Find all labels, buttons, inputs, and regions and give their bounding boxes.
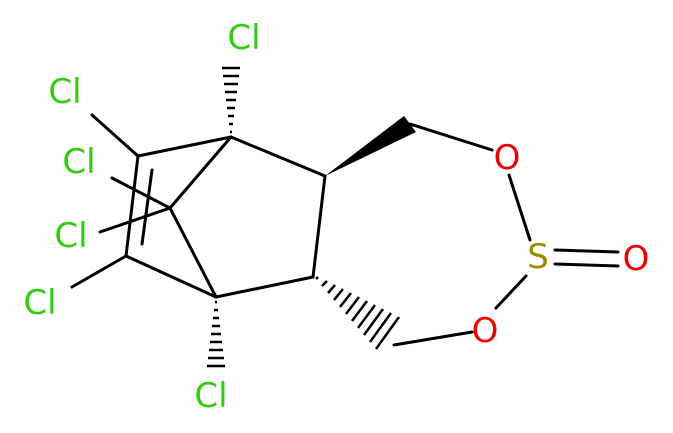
chlorine-atom-label: Cl xyxy=(48,72,81,112)
bond xyxy=(553,262,620,268)
wedge-bond xyxy=(325,116,416,176)
bond xyxy=(494,274,528,310)
bond xyxy=(124,254,218,299)
bond xyxy=(311,174,327,279)
bond xyxy=(553,248,620,254)
chlorine-atom-label: Cl xyxy=(23,283,56,323)
bond xyxy=(136,135,233,158)
bond xyxy=(70,254,128,289)
bond xyxy=(214,275,315,299)
bond xyxy=(90,113,140,158)
bond xyxy=(507,173,532,242)
bond xyxy=(168,135,233,210)
bond xyxy=(98,206,172,234)
bond xyxy=(408,122,494,152)
bond xyxy=(140,168,154,246)
chlorine-atom-label: Cl xyxy=(194,376,227,416)
hash-bond xyxy=(315,276,401,350)
bond xyxy=(124,154,140,258)
bond-layer xyxy=(70,113,620,347)
bond xyxy=(168,206,218,299)
hash-bond xyxy=(207,300,225,368)
bond xyxy=(229,135,327,178)
bond xyxy=(392,330,474,347)
sulfur-atom-label: S xyxy=(527,237,549,277)
chlorine-atom-label: Cl xyxy=(62,142,95,182)
stereo-bond-layer xyxy=(207,66,416,368)
oxygen-atom-label: O xyxy=(494,138,521,178)
oxygen-atom-label: O xyxy=(623,239,650,279)
hash-bond xyxy=(222,66,240,134)
atom-label-layer: Cl Cl Cl Cl Cl Cl O O O S xyxy=(23,18,649,416)
chlorine-atom-label: Cl xyxy=(54,216,87,256)
oxygen-atom-label: O xyxy=(472,311,499,351)
bond xyxy=(110,176,172,210)
chlorine-atom-label: Cl xyxy=(227,18,260,58)
